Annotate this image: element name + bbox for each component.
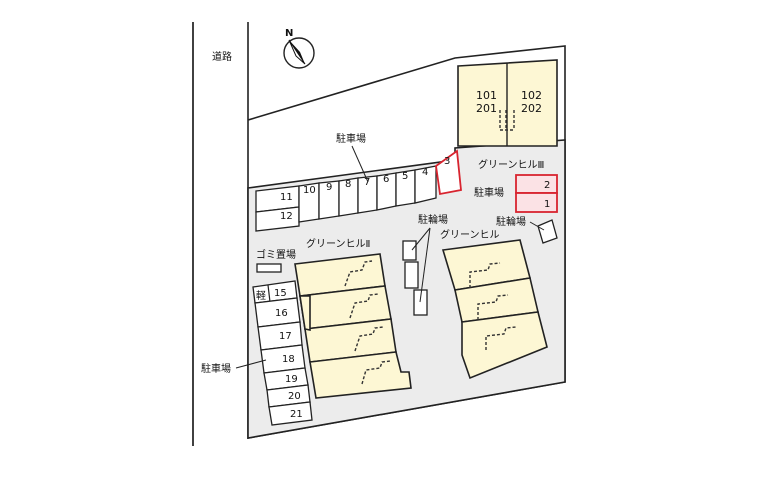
slot-17-label: 17	[279, 331, 292, 342]
slot-15-label: 15	[274, 288, 287, 299]
bicycle-parking-center-c	[413, 289, 428, 316]
parking-top-row	[255, 149, 462, 232]
unit-201: 201	[476, 102, 497, 115]
kei-label: 軽	[256, 290, 266, 302]
slot-21-label: 21	[290, 409, 303, 420]
bicycle-parking-right	[537, 219, 558, 244]
bicycle-parking-center-a	[402, 240, 417, 261]
slot-3-label: 3	[444, 156, 450, 167]
parking-left-column	[252, 280, 313, 426]
slot-11-label: 11	[280, 192, 293, 203]
slot-2-label: 2	[544, 180, 550, 191]
bicycle-parking-center-b	[404, 261, 419, 289]
building-iii-label: グリーンヒルⅢ	[478, 158, 544, 171]
unit-102: 102	[521, 89, 542, 102]
slot-9-label: 9	[326, 182, 332, 193]
slot-12-label: 12	[280, 211, 293, 222]
north-label: N	[285, 28, 293, 39]
building-green-hill	[441, 239, 548, 380]
garbage-area	[256, 263, 282, 273]
bicycle-center-label: 駐輪場	[418, 213, 448, 226]
unit-202: 202	[521, 102, 542, 115]
road-label: 道路	[212, 50, 232, 63]
building-main-label: グリーンヒル	[440, 228, 500, 241]
parking-slot-3-highlight[interactable]	[435, 149, 462, 196]
parking-slot-2-highlight[interactable]	[515, 174, 558, 194]
building-green-hill-ii	[294, 253, 412, 399]
parking-slot-1-highlight[interactable]	[515, 192, 558, 213]
parking-slot-21[interactable]	[268, 401, 313, 426]
north-arrow-icon: N	[283, 28, 315, 69]
slot-8-label: 8	[345, 179, 351, 190]
slot-16-label: 16	[275, 308, 288, 319]
slot-1-label: 1	[544, 199, 550, 210]
slot-10-label: 10	[303, 185, 316, 196]
slot-5-label: 5	[402, 171, 408, 182]
parking-right-label: 駐車場	[474, 186, 504, 199]
garbage-label: ゴミ置場	[256, 248, 296, 261]
slot-4-label: 4	[422, 167, 428, 178]
parking-left-label: 駐車場	[201, 362, 231, 375]
bicycle-right-label: 駐輪場	[496, 215, 526, 228]
slot-7-label: 7	[364, 177, 370, 188]
parking-top-label: 駐車場	[336, 132, 366, 145]
slot-18-label: 18	[282, 354, 295, 365]
building-green-hill-iii	[457, 59, 558, 147]
parking-slot-12[interactable]	[255, 206, 300, 232]
slot-19-label: 19	[285, 374, 298, 385]
building-ii-label: グリーンヒルⅡ	[306, 237, 370, 250]
slot-6-label: 6	[383, 174, 389, 185]
slot-20-label: 20	[288, 391, 301, 402]
unit-101: 101	[476, 89, 497, 102]
